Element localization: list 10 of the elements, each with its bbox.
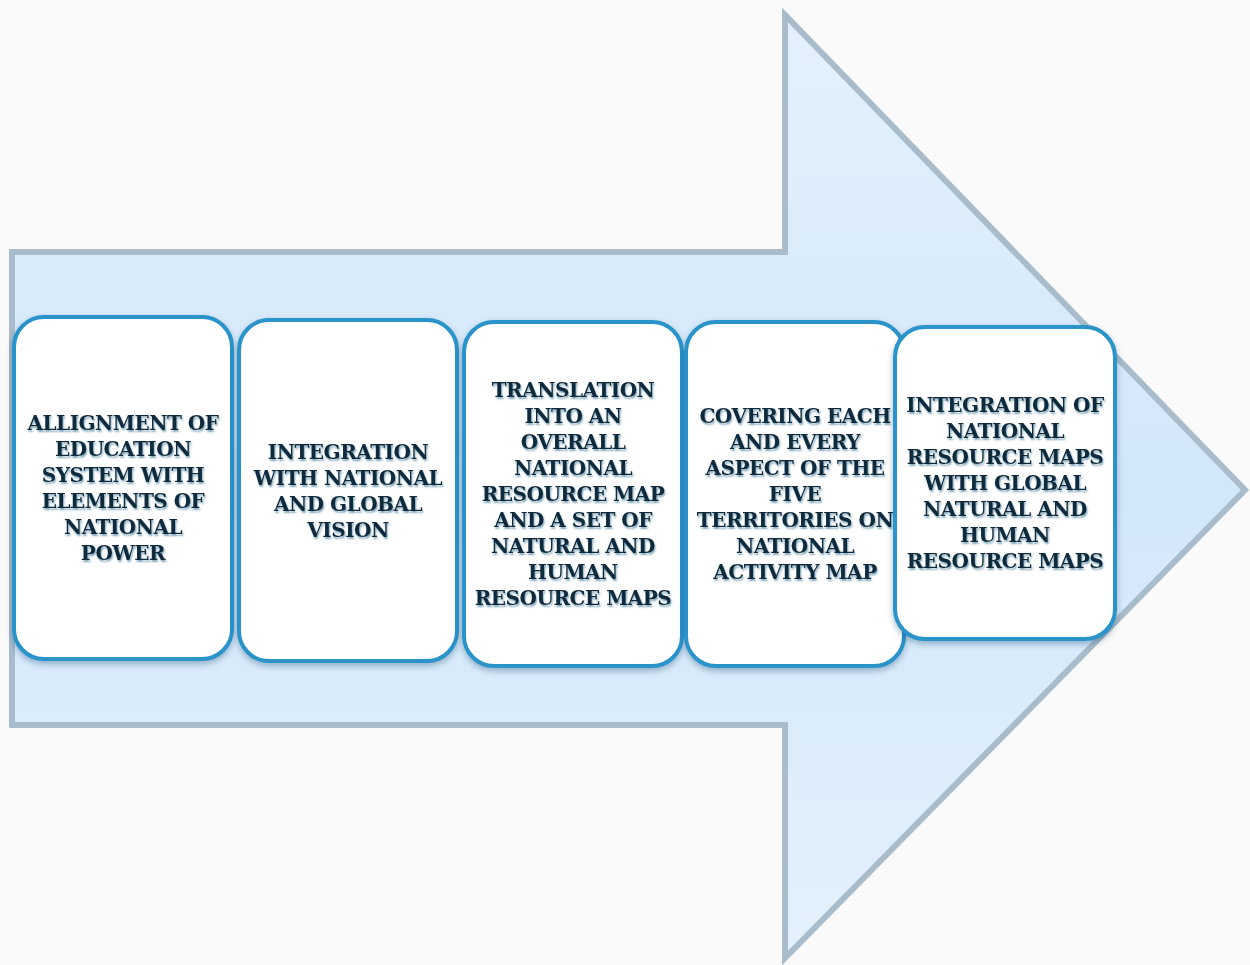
step-text: ALLIGNMENT OF EDUCATION SYSTEM WITH ELEMENTS OF NATIONAL POWER xyxy=(26,410,220,566)
step-box xyxy=(237,318,459,663)
step-box xyxy=(684,320,906,668)
step-box xyxy=(893,325,1117,641)
step-text: TRANSLATION INTO AN OVERALL NATIONAL RESOURCE MAP AND A SET OF NATURAL AND HUMAN RESOURCE MAPS xyxy=(473,377,673,611)
step-text: INTEGRATION WITH NATIONAL AND GLOBAL VISION xyxy=(252,438,444,543)
step-box xyxy=(462,320,684,668)
step-text: COVERING EACH AND EVERY ASPECT OF THE FIVE TERRITORIES ON NATIONAL ACTIVITY MAP xyxy=(695,403,895,585)
step-text: INTEGRATION OF NATIONAL RESOURCE MAPS WITH GLOBAL NATURAL AND HUMAN RESOURCE MAPS xyxy=(905,392,1105,574)
step-box xyxy=(12,315,234,661)
